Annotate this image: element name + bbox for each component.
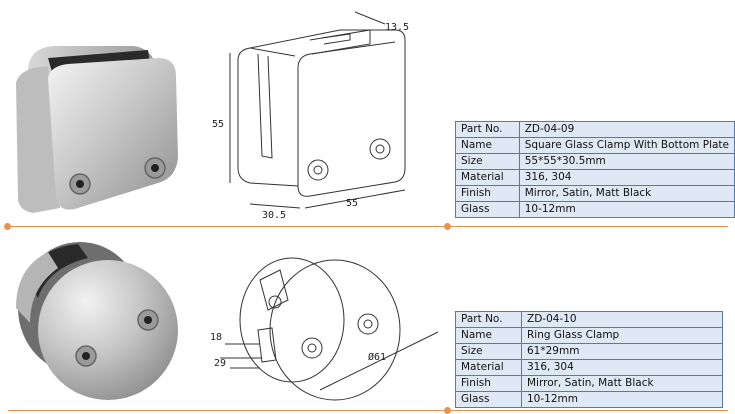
- dim-thickness: 29: [214, 358, 226, 369]
- divider-dot-right: [444, 223, 451, 230]
- divider-dot-bottom: [444, 407, 451, 414]
- section-divider-bottom: [8, 410, 728, 411]
- dim-gap: 18: [210, 332, 222, 343]
- dim-thickness: 30.5: [262, 210, 286, 221]
- spec-row-part-no: Part No.ZD-04-10: [455, 311, 723, 328]
- round-clamp-drawing: 18 29 Ø61: [210, 257, 439, 401]
- dim-depth: 13.5: [385, 22, 409, 33]
- square-clamp-drawing: 13.5 55 30.5 55: [212, 11, 409, 221]
- section-divider: [8, 226, 728, 227]
- square-clamp-photo: [16, 46, 178, 213]
- divider-dot-left: [4, 223, 11, 230]
- spec-row-part-no: Part No.ZD-04-09: [455, 121, 735, 138]
- dim-width: 55: [346, 198, 358, 209]
- round-clamp-photo: [16, 242, 178, 400]
- dim-height: 55: [212, 119, 224, 130]
- dim-diameter: Ø61: [368, 351, 386, 363]
